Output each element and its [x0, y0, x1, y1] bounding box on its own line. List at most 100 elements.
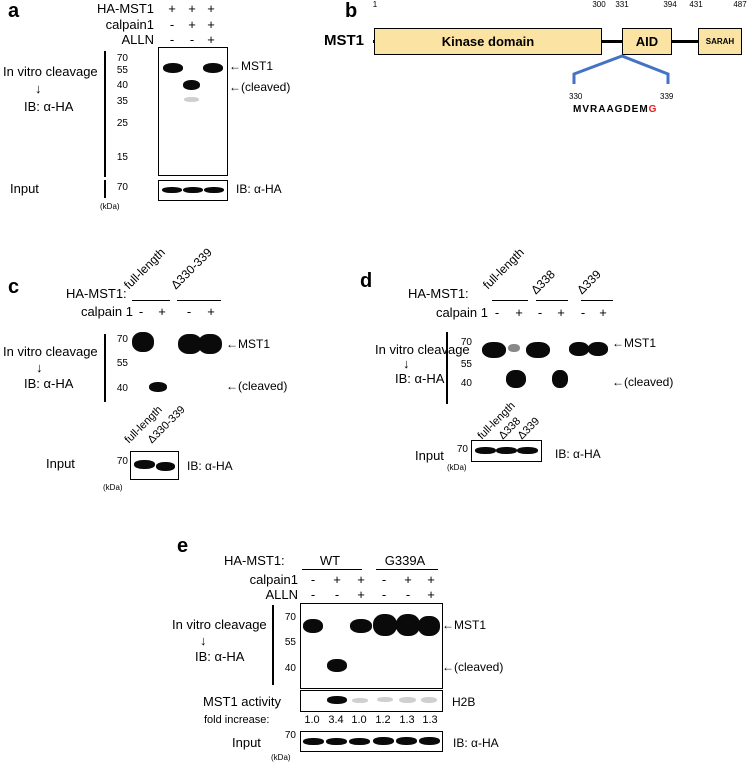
group-underline: [492, 300, 528, 301]
blot-bracket: [272, 605, 274, 685]
position-431: 431: [689, 0, 703, 9]
band-label-mst1: ←MST1: [442, 618, 487, 632]
input-blot-image: [300, 731, 443, 752]
input-blot-image: [130, 451, 179, 480]
band: [132, 332, 154, 352]
band-label-cleaved: ←(cleaved): [226, 379, 288, 393]
row-label-alln: ALLN: [121, 32, 154, 47]
aid-sequence: MVRAAGDEMG: [573, 104, 657, 115]
sequence-end: 339: [660, 92, 674, 101]
kda-label: (kDa): [103, 483, 123, 492]
input-label: Input: [46, 456, 75, 471]
sign: +: [188, 1, 196, 16]
sign: +: [357, 572, 365, 587]
position-394: 394: [663, 0, 677, 9]
group-label-delta338: Δ338: [528, 267, 558, 297]
blot-image: [300, 603, 443, 689]
sign: -: [186, 304, 192, 319]
ib-label: IB: α-HA: [24, 99, 74, 114]
activity-substrate-label: H2B: [452, 695, 476, 709]
protein-name: MST1: [324, 32, 365, 49]
fold-value: 1.2: [375, 714, 391, 726]
position-331: 331: [615, 0, 629, 9]
aid-domain: AID: [622, 28, 672, 55]
row-label-alln: ALLN: [265, 587, 298, 602]
kda-label: (kDa): [100, 202, 120, 211]
blot-bracket: [104, 334, 106, 402]
band: [396, 737, 417, 745]
band: [204, 187, 224, 193]
marker-25: 25: [116, 118, 128, 129]
input-ib-label: IB: α-HA: [236, 182, 282, 196]
marker-55: 55: [284, 637, 296, 648]
row-label-calpain1: calpain1: [105, 17, 154, 32]
band: [184, 97, 199, 102]
band: [149, 382, 167, 392]
marker-55: 55: [460, 359, 472, 370]
band: [569, 342, 589, 356]
sign: +: [158, 304, 166, 319]
sign: -: [580, 305, 586, 320]
sign: -: [169, 17, 175, 32]
band: [327, 659, 347, 672]
band: [526, 342, 550, 358]
band: [419, 737, 440, 745]
sign: -: [381, 572, 387, 587]
marker-70: 70: [116, 53, 128, 64]
sign: -: [189, 32, 195, 47]
sign: +: [599, 305, 607, 320]
assay-label: In vitro cleavage: [375, 342, 470, 357]
sign: +: [404, 572, 412, 587]
band-label-mst1: ←MST1: [226, 337, 271, 351]
fold-value: 1.0: [351, 714, 367, 726]
band-label-mst1: ←MST1: [612, 336, 657, 350]
group-underline: [177, 300, 221, 301]
sign: +: [427, 587, 435, 602]
input-label: Input: [415, 448, 444, 463]
band-label-cleaved: ←(cleaved): [442, 660, 504, 674]
panel-d-label: d: [360, 270, 373, 292]
sign: +: [515, 305, 523, 320]
band: [203, 63, 223, 73]
sign: +: [427, 572, 435, 587]
group-label-full-length: full-length: [121, 245, 168, 292]
band: [349, 738, 370, 745]
input-label: Input: [10, 181, 39, 196]
sequence-zoom-bracket: [572, 54, 670, 84]
arrow-down-icon: ↓: [35, 81, 42, 96]
kinase-domain: Kinase domain: [374, 28, 602, 55]
fold-value: 1.3: [422, 714, 438, 726]
position-1: 1: [372, 0, 378, 9]
marker-40: 40: [460, 378, 472, 389]
assay-label: In vitro cleavage: [3, 344, 98, 359]
group-underline: [536, 300, 568, 301]
group-label-g339a: G339A: [384, 553, 426, 568]
ib-label: IB: α-HA: [195, 649, 245, 664]
row-label-ha-mst1: HA-MST1: [96, 1, 154, 16]
band: [399, 697, 416, 703]
band: [183, 80, 200, 90]
arrow-down-icon: ↓: [200, 633, 207, 648]
position-300: 300: [592, 0, 606, 9]
sign: +: [357, 587, 365, 602]
band: [303, 738, 324, 745]
row-label-calpain: calpain 1: [435, 305, 488, 320]
input-marker: 70: [284, 730, 296, 741]
band: [352, 698, 368, 703]
sign: +: [207, 32, 215, 47]
sign: -: [138, 304, 144, 319]
kda-label: (kDa): [271, 753, 291, 762]
band: [377, 697, 393, 702]
band: [183, 187, 203, 193]
band: [552, 370, 568, 388]
marker-55: 55: [116, 65, 128, 76]
row-label-ha-mst1: HA-MST1:: [408, 286, 469, 301]
sign: -: [310, 587, 316, 602]
sign: -: [494, 305, 500, 320]
band: [496, 447, 517, 454]
group-underline: [581, 300, 613, 301]
blot-bracket: [446, 332, 448, 404]
panel-a-label: a: [8, 0, 20, 22]
sign: +: [333, 572, 341, 587]
band: [373, 737, 394, 745]
